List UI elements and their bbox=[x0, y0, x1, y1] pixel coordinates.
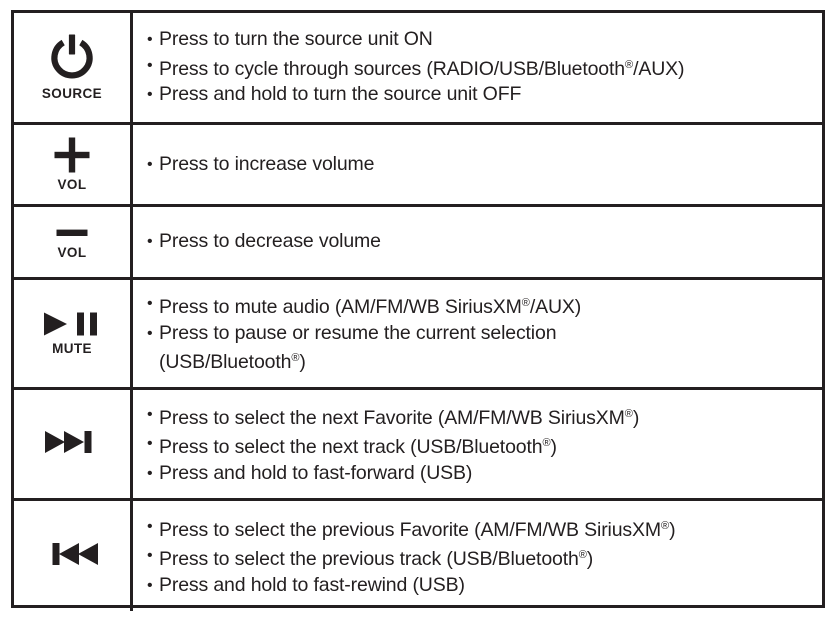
bullet-line: Press to select the previous track (USB/… bbox=[147, 543, 812, 573]
description-cell-source: Press to turn the source unit ON Press t… bbox=[133, 13, 822, 122]
description-cell-volume-up: Press to increase volume bbox=[133, 125, 822, 204]
next-track-icon bbox=[44, 429, 100, 455]
bullet-line: Press to mute audio (AM/FM/WB SiriusXM®/… bbox=[147, 291, 812, 321]
icon-cell-volume-down: VOL bbox=[14, 207, 133, 277]
description-cell-mute: Press to mute audio (AM/FM/WB SiriusXM®/… bbox=[133, 280, 822, 387]
bullet-line: Press to increase volume bbox=[147, 152, 812, 178]
table-row: Press to select the previous Favorite (A… bbox=[14, 501, 822, 611]
table-row: VOL Press to decrease volume bbox=[14, 207, 822, 280]
play-pause-icon bbox=[43, 311, 101, 337]
table-row: Press to select the next Favorite (AM/FM… bbox=[14, 390, 822, 501]
bullet-line: Press to cycle through sources (RADIO/US… bbox=[147, 53, 812, 83]
bullet-line: Press to select the previous Favorite (A… bbox=[147, 514, 812, 544]
bullet-line: Press to pause or resume the current sel… bbox=[147, 321, 812, 347]
bullet-line: Press to select the next track (USB/Blue… bbox=[147, 431, 812, 461]
icon-cell-mute: MUTE bbox=[14, 280, 133, 387]
icon-label-source: SOURCE bbox=[41, 86, 103, 102]
bullet-line: Press to select the next Favorite (AM/FM… bbox=[147, 402, 812, 432]
bullet-line: Press and hold to turn the source unit O… bbox=[147, 82, 812, 108]
icon-label-volume-down: VOL bbox=[57, 244, 87, 260]
icon-label-volume-up: VOL bbox=[57, 177, 87, 193]
power-icon bbox=[49, 34, 95, 82]
bullet-line: Press and hold to fast-rewind (USB) bbox=[147, 573, 812, 599]
control-functions-table: SOURCE Press to turn the source unit ON … bbox=[11, 10, 825, 611]
icon-label-mute: MUTE bbox=[52, 341, 92, 357]
bullet-line: Press and hold to fast-forward (USB) bbox=[147, 461, 812, 487]
icon-cell-source: SOURCE bbox=[14, 13, 133, 122]
table-row: VOL Press to increase volume bbox=[14, 125, 822, 207]
bullet-line-continuation: (USB/Bluetooth®) bbox=[159, 351, 306, 374]
icon-cell-next-track bbox=[14, 390, 133, 498]
icon-cell-volume-up: VOL bbox=[14, 125, 133, 204]
icon-cell-previous-track bbox=[14, 501, 133, 611]
description-cell-volume-down: Press to decrease volume bbox=[133, 207, 822, 277]
bullet-line: Press to turn the source unit ON bbox=[147, 27, 812, 53]
plus-icon bbox=[54, 137, 90, 173]
minus-icon bbox=[54, 225, 90, 241]
description-cell-previous-track: Press to select the previous Favorite (A… bbox=[133, 501, 822, 611]
previous-track-icon bbox=[44, 541, 100, 567]
table-row: SOURCE Press to turn the source unit ON … bbox=[14, 13, 822, 125]
bullet-line: Press to decrease volume bbox=[147, 229, 812, 255]
description-cell-next-track: Press to select the next Favorite (AM/FM… bbox=[133, 390, 822, 498]
table-row: MUTE Press to mute audio (AM/FM/WB Siriu… bbox=[14, 280, 822, 390]
